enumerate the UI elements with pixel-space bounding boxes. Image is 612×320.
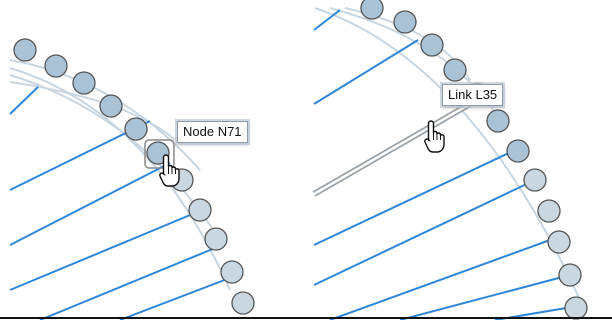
node[interactable] <box>360 0 384 20</box>
link-tooltip-label: Link L35 <box>448 87 498 102</box>
node[interactable] <box>537 199 561 223</box>
link[interactable] <box>313 9 341 31</box>
left-panel-node-hover <box>9 38 255 320</box>
node[interactable] <box>506 139 530 163</box>
node[interactable] <box>188 198 212 222</box>
link[interactable] <box>313 179 536 286</box>
node[interactable] <box>393 10 417 34</box>
link[interactable] <box>39 247 216 320</box>
node[interactable] <box>558 263 582 287</box>
link[interactable] <box>9 162 171 246</box>
left-nodes <box>13 38 255 315</box>
node[interactable] <box>486 109 510 133</box>
link[interactable] <box>313 149 516 246</box>
link[interactable] <box>313 39 419 105</box>
node[interactable] <box>523 168 547 192</box>
node[interactable] <box>420 33 444 57</box>
node[interactable] <box>99 94 123 118</box>
link[interactable] <box>119 275 236 320</box>
node-tooltip: Node N71 <box>177 121 248 143</box>
hovered-node-highlight <box>144 139 175 169</box>
left-links <box>9 86 236 320</box>
right-links <box>313 9 579 320</box>
node[interactable] <box>124 117 148 141</box>
node[interactable] <box>44 54 68 78</box>
link-tooltip: Link L35 <box>442 84 504 106</box>
hand-pointer-icon <box>424 120 445 153</box>
right-panel-link-hover <box>312 0 588 320</box>
right-nodes <box>360 0 588 320</box>
hand-pointer-icon <box>159 154 180 187</box>
bottom-divider <box>0 317 612 319</box>
node[interactable] <box>564 296 588 320</box>
arc-strand <box>314 7 581 301</box>
link[interactable] <box>9 212 196 291</box>
node[interactable] <box>547 230 571 254</box>
node[interactable] <box>204 227 228 251</box>
node[interactable] <box>220 260 244 284</box>
link[interactable] <box>399 274 571 320</box>
node-tooltip-label: Node N71 <box>183 124 242 139</box>
node[interactable] <box>13 38 37 62</box>
link[interactable] <box>329 239 551 320</box>
node[interactable] <box>231 291 255 315</box>
node[interactable] <box>443 58 467 82</box>
highlighted-link-inner <box>313 102 471 196</box>
node[interactable] <box>72 71 96 95</box>
link[interactable] <box>9 86 39 115</box>
